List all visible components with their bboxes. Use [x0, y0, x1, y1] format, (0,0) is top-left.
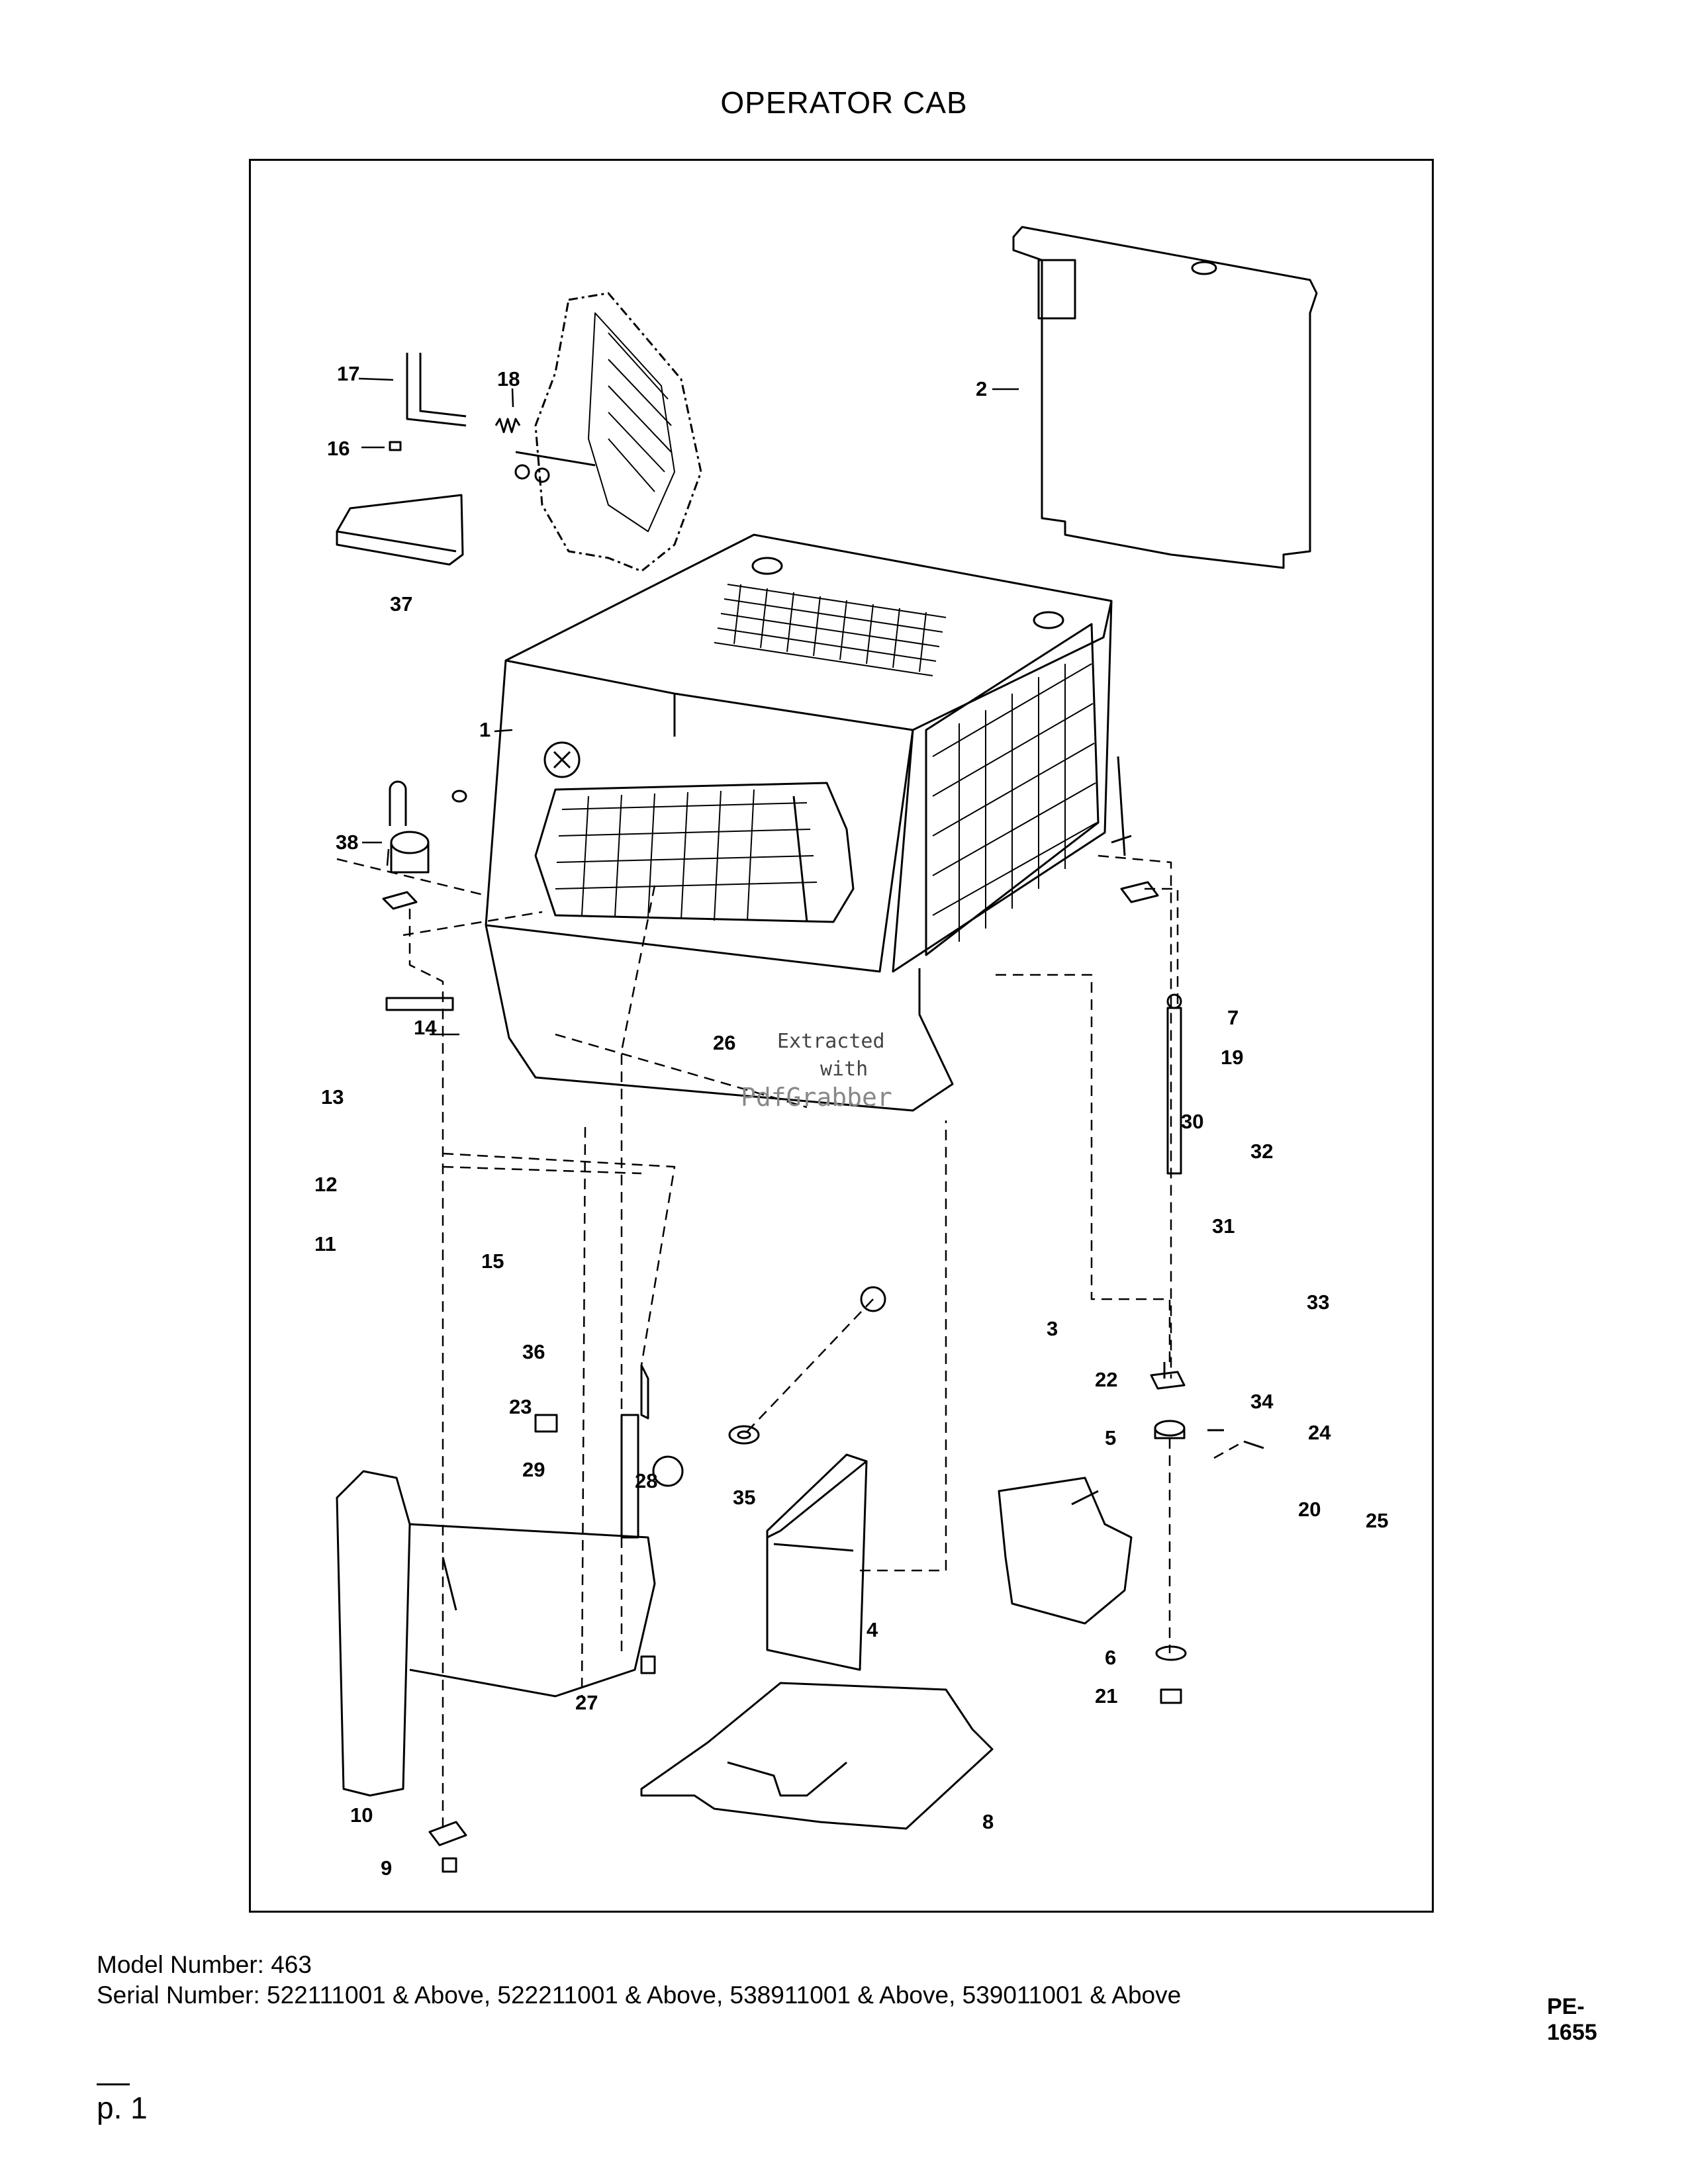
callout-17: 17 [337, 362, 359, 385]
battery-box-part [766, 1453, 868, 1671]
callout-16: 16 [327, 437, 350, 460]
callout-28: 28 [635, 1469, 657, 1492]
small-hardware-parts [382, 780, 1264, 1873]
page-title: OPERATOR CAB [720, 85, 968, 120]
callout-38: 38 [336, 831, 358, 854]
model-number: Model Number: 463 [97, 1951, 312, 1978]
callout-11: 11 [314, 1232, 336, 1255]
callout-2: 2 [976, 377, 987, 400]
right-frame-bracket [998, 1477, 1133, 1625]
cab-side-grille [588, 312, 675, 532]
parts-diagram-frame: 17 18 16 37 2 1 38 14 13 12 11 15 36 23 … [249, 159, 1597, 2045]
callout-9: 9 [381, 1856, 392, 1880]
watermark-line-1: Extracted [777, 1030, 885, 1053]
page-number: p. 1 [97, 2091, 148, 2125]
left-frame-bracket [336, 1470, 656, 1797]
cover-plate-part [336, 494, 464, 566]
callout-7: 7 [1227, 1006, 1239, 1029]
main-cab-body [485, 533, 1132, 1112]
callout-35: 35 [733, 1486, 755, 1509]
reference-leader-lines [336, 854, 1244, 1832]
callout-5: 5 [1105, 1426, 1116, 1449]
page-divider [97, 2083, 130, 2085]
floor-mat-part [640, 1682, 994, 1830]
callout-22: 22 [1095, 1368, 1117, 1391]
rear-panel-part [1012, 226, 1318, 569]
callout-13: 13 [321, 1085, 344, 1109]
callout-14: 14 [414, 1016, 437, 1039]
handle-pin-part [389, 353, 596, 483]
roof-vent-grid [714, 584, 947, 676]
cab-side-fragment [534, 292, 702, 572]
callout-32: 32 [1250, 1140, 1273, 1163]
callout-labels: 17 18 16 37 2 1 38 14 13 12 11 15 36 23 … [314, 362, 1388, 1880]
callout-4: 4 [867, 1618, 878, 1641]
callout-29: 29 [522, 1458, 545, 1481]
exploded-view-diagram: 17 18 16 37 2 1 38 14 13 12 11 15 36 23 … [314, 226, 1388, 1880]
callout-24: 24 [1308, 1421, 1331, 1444]
watermark-line-3: PdfGrabber [741, 1083, 892, 1112]
callout-10: 10 [350, 1803, 373, 1827]
callout-33: 33 [1307, 1291, 1329, 1314]
side-window-grille [932, 663, 1098, 942]
callout-leaders [358, 377, 1019, 1036]
watermark-line-2: with [820, 1058, 868, 1081]
callout-34: 34 [1250, 1390, 1274, 1413]
serial-number: Serial Number: 522111001 & Above, 522211… [97, 1981, 1182, 2009]
callout-20: 20 [1298, 1498, 1321, 1521]
callout-3: 3 [1047, 1317, 1058, 1340]
callout-1: 1 [479, 718, 491, 741]
callout-23: 23 [509, 1395, 532, 1418]
callout-12: 12 [314, 1173, 337, 1196]
front-window-grille [555, 789, 818, 921]
callout-26: 26 [713, 1031, 735, 1054]
callout-8: 8 [982, 1810, 994, 1833]
callout-19: 19 [1221, 1046, 1243, 1069]
callout-25: 25 [1366, 1509, 1388, 1532]
callout-6: 6 [1105, 1646, 1116, 1669]
diagram-code: PE-1655 [1547, 1994, 1597, 2045]
callout-27: 27 [575, 1691, 598, 1714]
callout-18: 18 [497, 367, 520, 390]
callout-31: 31 [1212, 1214, 1235, 1238]
callout-37: 37 [390, 592, 412, 615]
callout-15: 15 [481, 1250, 504, 1273]
watermark: Extracted with PdfGrabber [741, 1030, 892, 1112]
callout-36: 36 [522, 1340, 545, 1363]
callout-21: 21 [1095, 1684, 1117, 1707]
callout-30: 30 [1181, 1110, 1203, 1133]
